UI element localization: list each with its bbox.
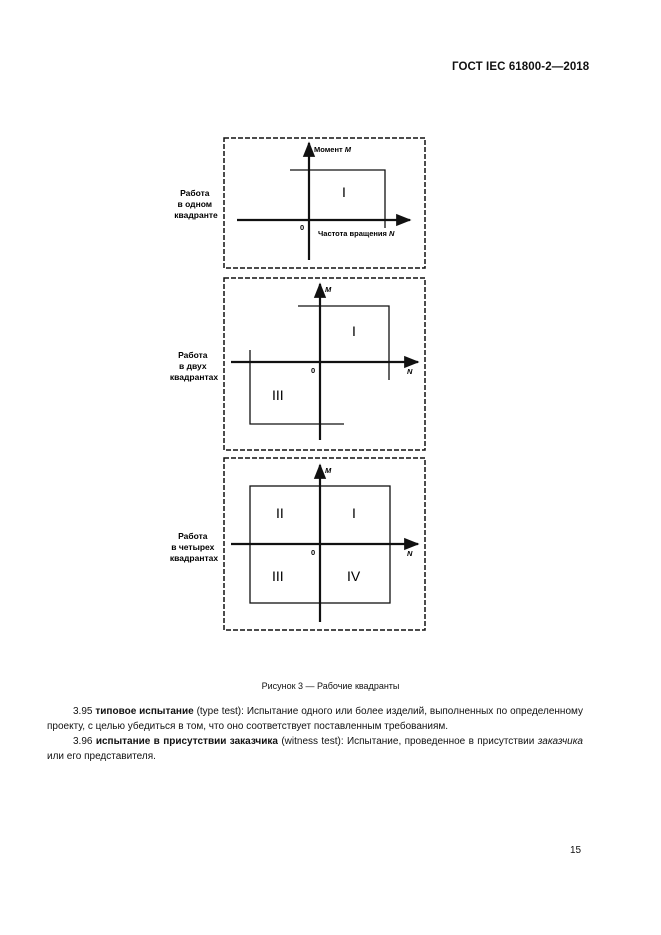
x-axis-label: Частота вращения N <box>318 229 395 238</box>
panel-one-quadrant: Момент M Частота вращения N 0 I Работа в… <box>174 137 426 269</box>
term: испытание в присутствии заказчика <box>95 736 278 747</box>
quadrant-label-iv: IV <box>347 568 361 584</box>
x-axis-label: N <box>407 367 413 376</box>
panel-two-quadrants: M N 0 I III Работа в двух квадрантах <box>170 277 426 451</box>
term-en: (type test) <box>196 706 242 717</box>
quadrant-label-ii: II <box>276 505 284 521</box>
panel-frame <box>223 137 426 269</box>
operating-boundary <box>290 169 386 228</box>
operating-boundary-lower <box>249 350 344 425</box>
panel-label: Работа в четырех квадрантах <box>170 531 218 563</box>
x-axis-label: N <box>407 549 413 558</box>
page-number: 15 <box>570 845 582 856</box>
operating-quadrants-figure: Момент M Частота вращения N 0 I Работа в… <box>170 137 426 631</box>
operating-boundary-upper <box>298 305 390 380</box>
quadrant-label: I <box>342 184 346 200</box>
clause-number: 3.95 <box>73 706 93 717</box>
panel-label: Работа в одном квадранте <box>174 188 218 220</box>
definition-3-95: 3.95 типовое испытание (type test): Испы… <box>47 704 583 734</box>
quadrant-label-i: I <box>352 323 356 339</box>
origin-label: 0 <box>311 366 315 375</box>
term: типовое испытание <box>95 706 194 717</box>
quadrant-label-iii: III <box>272 568 284 584</box>
operating-boundary <box>249 485 391 604</box>
panel-frame <box>223 457 426 631</box>
document-header: ГОСТ IEC 61800-2—2018 <box>452 61 590 73</box>
figure-caption: Рисунок 3 — Рабочие квадранты <box>261 681 400 691</box>
origin-label: 0 <box>311 548 315 557</box>
origin-label: 0 <box>300 223 304 232</box>
definition-text: : Испытание, проведенное в присутствии <box>340 736 538 747</box>
panel-frame <box>223 277 426 451</box>
term-reference: заказчика <box>537 736 583 747</box>
y-axis-label: Момент M <box>314 145 352 154</box>
clause-number: 3.96 <box>73 736 93 747</box>
definition-text: : Испытание одного или более изделий, вы… <box>47 706 583 732</box>
definition-text-end: или его представителя. <box>47 751 156 762</box>
quadrant-label-iii: III <box>272 387 284 403</box>
term-en: (witness test) <box>281 736 341 747</box>
y-axis-label: M <box>325 466 332 475</box>
y-axis-label: M <box>325 285 332 294</box>
definition-3-96: 3.96 испытание в присутствии заказчика (… <box>47 734 583 764</box>
panel-label: Работа в двух квадрантах <box>170 350 218 382</box>
panel-four-quadrants: M N 0 II I III IV Работа в четырех квадр… <box>170 457 426 631</box>
quadrant-label-i: I <box>352 505 356 521</box>
